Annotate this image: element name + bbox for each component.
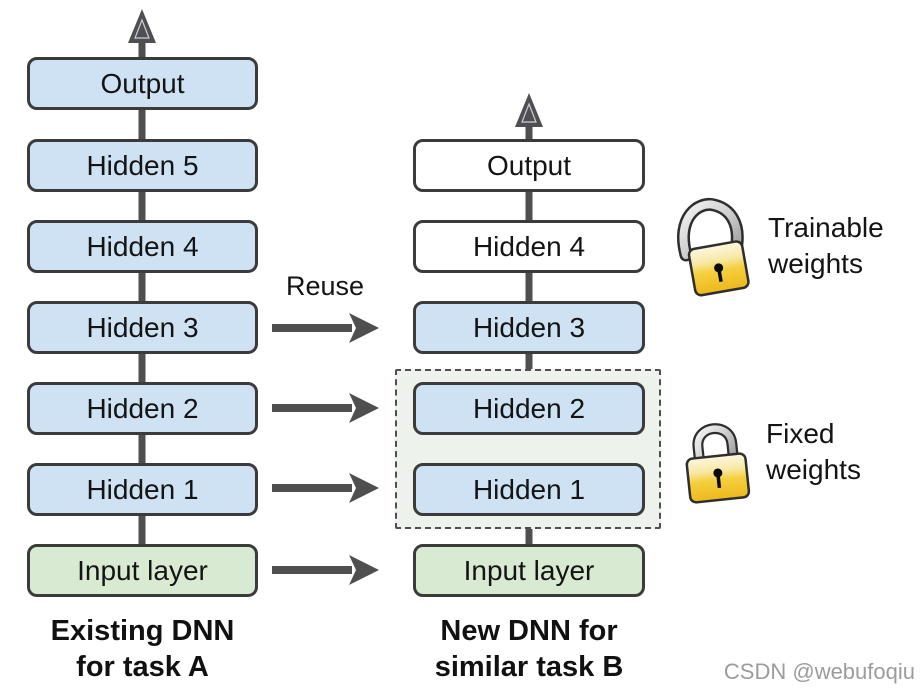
layer-box-hidden2-task-a: Hidden 2 [27,382,258,435]
layer-box-hidden3-task-a: Hidden 3 [27,301,258,354]
trainable-weights-line1: Trainable [768,212,884,243]
layer-box-hidden1-task-a: Hidden 1 [27,463,258,516]
layer-box-hidden2-task-b: Hidden 2 [413,382,645,435]
right-arrow-icon [272,555,379,585]
open-padlock-icon [677,197,750,297]
layer-box-output-task-b: Output [413,139,645,192]
new-dnn-caption: New DNN for similar task B [413,613,645,685]
new-dnn-caption-line2: similar task B [434,651,624,683]
reuse-label: Reuse [285,271,365,301]
layer-box-hidden1-task-b: Hidden 1 [413,463,645,516]
trainable-weights-label: Trainable weights [768,210,884,282]
layer-box-input-task-a: Input layer [27,544,258,597]
fixed-weights-line1: Fixed [766,418,835,449]
trainable-weights-line2: weights [768,248,863,279]
layer-box-hidden3-task-b: Hidden 3 [413,301,645,354]
layer-box-input-task-b: Input layer [413,544,645,597]
right-arrow-icon [272,313,379,343]
up-arrow-icon [128,9,156,43]
reuse-arrows [272,313,379,585]
existing-dnn-caption-line2: for task A [76,651,209,683]
up-arrow-icon [515,93,543,127]
existing-dnn-caption: Existing DNN for task A [27,613,258,685]
right-arrow-icon [272,393,379,423]
layer-box-hidden5-task-a: Hidden 5 [27,139,258,192]
existing-dnn-caption-line1: Existing DNN [50,615,235,647]
fixed-weights-label: Fixed weights [766,416,861,488]
csdn-watermark: CSDN @webufoqiu [723,659,915,684]
layer-box-hidden4-task-a: Hidden 4 [27,220,258,273]
layer-box-output-task-a: Output [27,57,258,110]
closed-padlock-icon [685,423,751,504]
right-arrow-icon [272,473,379,503]
new-dnn-caption-line1: New DNN for [440,615,618,647]
layer-box-hidden4-task-b: Hidden 4 [413,220,645,273]
fixed-weights-line2: weights [766,454,861,485]
